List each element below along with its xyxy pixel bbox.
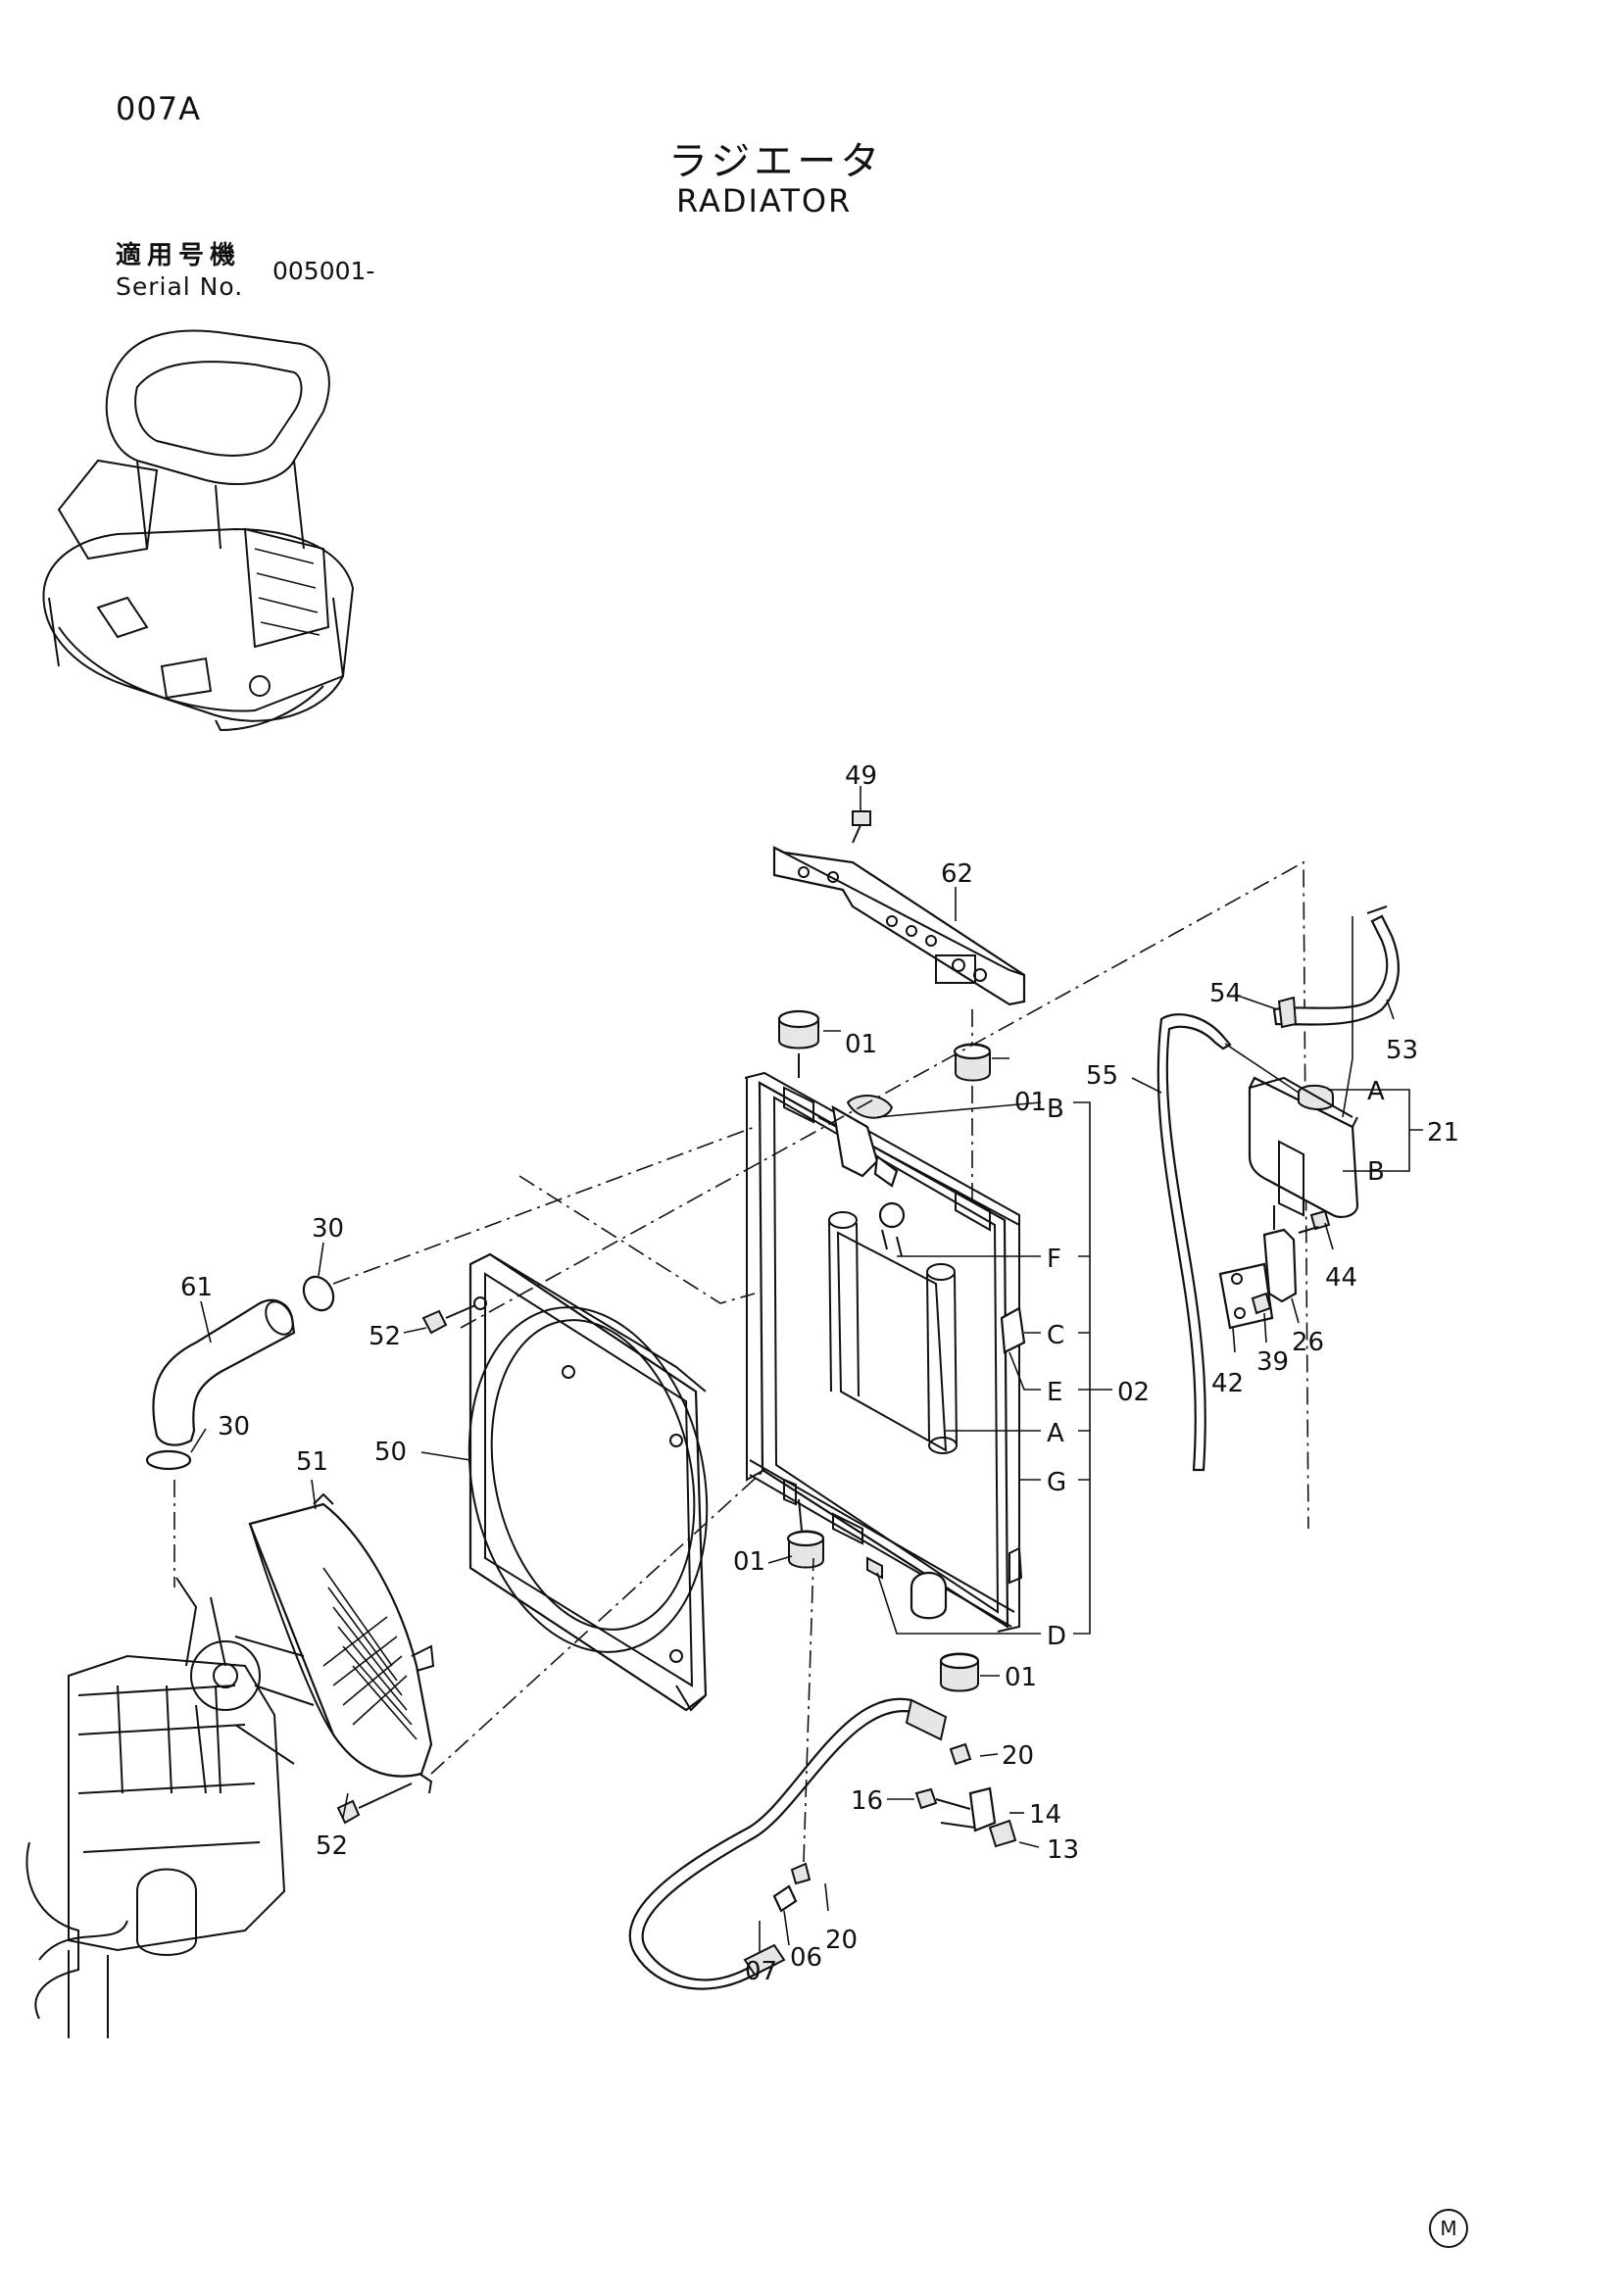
callout-B-tank: B [1367, 1157, 1385, 1187]
bracket-26 [1262, 1205, 1298, 1303]
callout-61: 61 [180, 1273, 213, 1302]
reservoir-bracket-lines [1328, 1089, 1423, 1172]
bolt-49 [852, 810, 871, 844]
callout-D: D [1047, 1622, 1066, 1651]
hose-clamp-30-upper [302, 1275, 335, 1312]
rubber-mount-01-bottom-left [786, 1498, 825, 1569]
drain-hose-55 [1156, 1013, 1300, 1472]
page-title-english: RADIATOR [676, 182, 853, 220]
rubber-mount-01-top-left [777, 1009, 820, 1078]
bolt-52-lower [336, 1783, 413, 1825]
serial-label-japanese: 適用号機 [116, 241, 242, 270]
hose-clamp-30-lower [145, 1449, 192, 1471]
bolt-39 [1251, 1292, 1272, 1315]
callout-F: F [1047, 1245, 1061, 1274]
upper-hose-61 [152, 1298, 296, 1446]
callout-16: 16 [851, 1786, 883, 1816]
callout-52-lower: 52 [316, 1832, 348, 1861]
callout-G: G [1047, 1468, 1066, 1497]
callout-02: 02 [1117, 1378, 1150, 1407]
fan-shroud-50 [467, 1252, 709, 1712]
switch-13 [988, 1819, 1017, 1848]
callout-A-radiator: A [1047, 1419, 1064, 1448]
callout-54: 54 [1209, 979, 1242, 1008]
callout-62: 62 [941, 859, 973, 889]
callout-07: 07 [745, 1957, 777, 1986]
bolt-16 [914, 1787, 971, 1810]
maker-mark: M [1429, 2209, 1468, 2248]
callout-A-upper: A [1367, 1077, 1385, 1106]
callout-20-upper: 20 [1002, 1741, 1034, 1771]
callout-21: 21 [1427, 1118, 1459, 1148]
guard-alignment-line [430, 1175, 765, 1775]
callout-53: 53 [1386, 1036, 1418, 1065]
rubber-mount-01-bottom-right [939, 1652, 980, 1692]
hose-clip-54 [1277, 996, 1298, 1029]
callout-44: 44 [1325, 1263, 1357, 1293]
callout-55: 55 [1086, 1061, 1118, 1091]
callout-01-bottom-right: 01 [1005, 1663, 1037, 1692]
assembly-02-bracket [876, 1101, 1112, 1635]
callout-20-lower: 20 [825, 1926, 858, 1955]
callout-leaders [190, 786, 1395, 1952]
callout-E: E [1047, 1378, 1062, 1407]
callout-01-top-right: 01 [1014, 1088, 1047, 1117]
top-bracket-62 [772, 846, 1026, 1006]
radiator-core-assembly [744, 1071, 1026, 1633]
hose-alignment-line [332, 1126, 756, 1285]
fan-guard-51 [248, 1492, 435, 1794]
machine-overview-sketch [42, 329, 355, 732]
callout-labels: 49 62 01 01 01 01 54 53 55 A B 21 B F C … [180, 761, 1459, 1986]
callout-06: 06 [790, 1943, 822, 1973]
bolt-52-upper [421, 1304, 476, 1335]
reservoir-tank-21 [1248, 1076, 1359, 1219]
page-code: 007A [116, 90, 201, 127]
callout-30-lower: 30 [218, 1412, 250, 1441]
callout-26: 26 [1292, 1328, 1324, 1357]
callout-C: C [1047, 1321, 1064, 1350]
callout-39: 39 [1256, 1347, 1289, 1377]
callout-30-upper: 30 [312, 1214, 344, 1244]
engine-sketch [25, 1480, 315, 2038]
sensor-harness-07 [628, 1697, 948, 1990]
serial-label-english: Serial No. [116, 272, 244, 301]
callout-49: 49 [845, 761, 877, 791]
bolt-44 [1298, 1209, 1331, 1234]
callout-14: 14 [1029, 1800, 1061, 1830]
callout-01-top-left: 01 [845, 1030, 877, 1059]
callout-B-radiator: B [1047, 1095, 1064, 1124]
callout-42: 42 [1211, 1369, 1244, 1398]
callout-51: 51 [296, 1447, 328, 1477]
clip-20-upper [949, 1742, 972, 1766]
callout-13: 13 [1047, 1835, 1079, 1865]
sensor-06 [772, 1884, 798, 1913]
bracket-14 [940, 1786, 997, 1832]
clip-20-lower [790, 1557, 814, 1885]
serial-number-value: 005001- [272, 257, 375, 285]
callout-50: 50 [374, 1438, 407, 1467]
page-title-japanese: ラジエータ [668, 139, 884, 184]
callout-01-bottom-left: 01 [733, 1547, 765, 1577]
callout-52-upper: 52 [369, 1322, 401, 1351]
